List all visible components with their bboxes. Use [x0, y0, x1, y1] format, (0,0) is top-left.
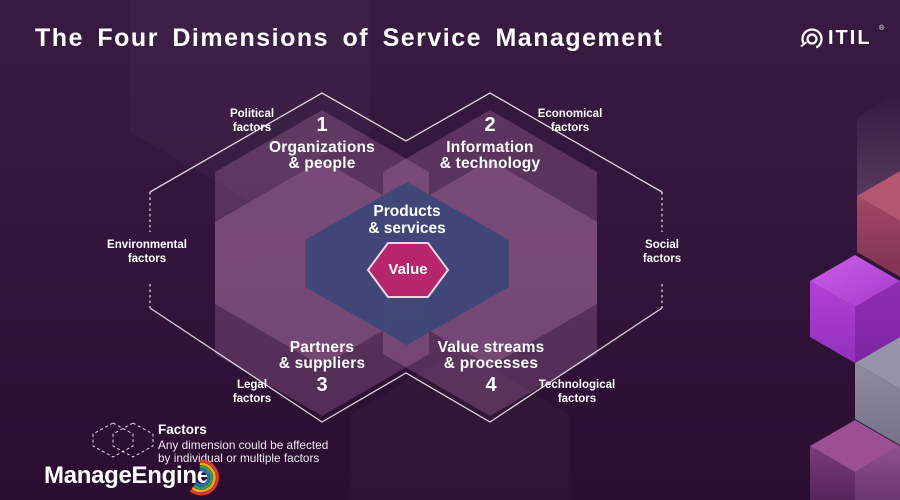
itil-swirl-icon	[800, 28, 823, 50]
factor-political-line2: factors	[232, 122, 272, 134]
dimension-1-line2: & people	[288, 155, 356, 172]
value-hexagon	[366, 242, 450, 298]
dimension-4-number: 4	[485, 374, 497, 396]
itil-wordmark: ITIL	[828, 27, 872, 49]
dimension-1-line1: Organizations	[269, 139, 375, 156]
factor-environmental-line1: Environmental	[107, 239, 187, 251]
dimension-1-number: 1	[316, 114, 328, 136]
page-title: The Four Dimensions of Service Managemen…	[35, 24, 664, 52]
factors-legend-icon	[92, 422, 154, 458]
legend-desc-line2: by individual or multiple factors	[158, 451, 320, 465]
dimension-4-line2: & processes	[443, 355, 539, 372]
itil-registered-mark: ®	[879, 25, 885, 32]
dimension-3-line2: & suppliers	[278, 355, 366, 372]
dimension-2-number: 2	[484, 114, 496, 136]
dimension-2-line2: & technology	[439, 155, 541, 172]
value-label: Value	[388, 261, 428, 278]
crimson-cube	[857, 171, 900, 277]
products-services-line2: & services	[368, 220, 446, 237]
dimension-2-line1: Information	[446, 139, 534, 156]
factor-social-line1: Social	[645, 239, 679, 251]
itil-logo: ITIL ®	[797, 24, 897, 58]
light-wedge	[857, 92, 900, 196]
factor-economical-line2: factors	[550, 122, 590, 134]
dimension-4-line1: Value streams	[437, 339, 545, 356]
factor-environmental-line2: factors	[127, 253, 167, 265]
cube-stack-decoration	[810, 92, 900, 500]
dimension-3-number: 3	[316, 374, 328, 396]
dimension-3-line1: Partners	[289, 339, 355, 356]
factor-legal-line2: factors	[232, 393, 272, 405]
cube-reflection	[810, 420, 900, 500]
legend-title: Factors	[158, 422, 207, 437]
gray-cube	[855, 337, 900, 445]
products-services-line1: Products	[373, 203, 441, 220]
purple-cube	[810, 255, 900, 363]
manageengine-wordmark: ManageEngine	[44, 462, 210, 489]
factor-social-line2: factors	[642, 253, 682, 265]
legend-desc-line1: Any dimension could be affected	[158, 438, 329, 452]
factor-economical-line1: Economical	[537, 108, 603, 120]
factor-political-line1: Political	[229, 108, 275, 120]
factor-legal-line1: Legal	[236, 379, 268, 391]
manageengine-swoosh-icon	[190, 459, 219, 496]
factor-technological-line1: Technological	[538, 379, 616, 391]
factors-outline	[149, 92, 663, 423]
factor-technological-line2: factors	[557, 393, 597, 405]
